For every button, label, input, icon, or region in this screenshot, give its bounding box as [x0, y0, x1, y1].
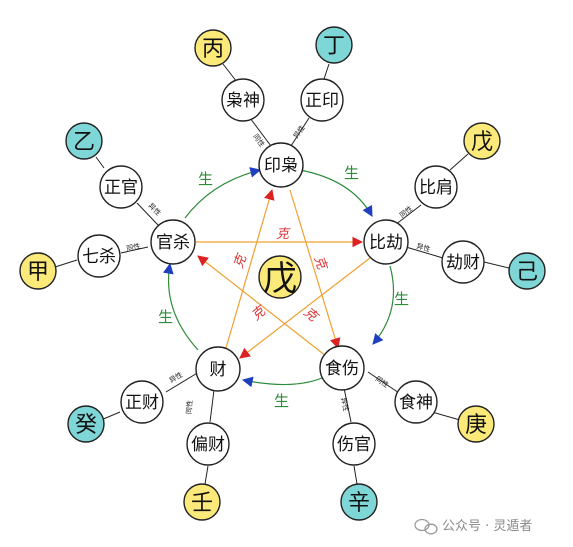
node-shangguan-label: 伤官 — [337, 435, 371, 455]
stem-ren: 壬 — [183, 483, 221, 521]
stem-xin-label: 辛 — [348, 491, 370, 516]
connectors — [54, 63, 510, 485]
link-label-shishang-shishen: 同性 — [374, 374, 391, 389]
node-piancai-label: 偏财 — [191, 435, 225, 455]
ke-line-bijie-cai — [239, 257, 371, 359]
node-cai: 财 — [195, 346, 241, 392]
stem-ren-label: 壬 — [191, 491, 213, 516]
link-label-cai-piancai: 同性 — [184, 400, 194, 415]
link-label-guansha-qisha: 同性 — [126, 241, 142, 253]
node-shishen: 食神 — [394, 380, 438, 424]
ke-star — [196, 188, 371, 359]
node-jiecai: 劫财 — [441, 240, 485, 284]
link-label-yinxiao-xiaoshen: 同性 — [251, 132, 266, 149]
node-qisha-label: 七杀 — [82, 247, 116, 267]
node-bijian-label: 比肩 — [419, 178, 453, 198]
sheng-label-right: 生 — [394, 290, 409, 308]
stem-jia: 甲 — [19, 252, 57, 290]
sheng-label-top-right: 生 — [344, 164, 359, 182]
stem-wu: 戊 — [463, 122, 501, 160]
sheng-label-left: 生 — [158, 308, 173, 326]
node-shangguan: 伤官 — [332, 422, 376, 466]
node-cai-label: 财 — [210, 360, 227, 380]
node-guansha-label: 官杀 — [156, 233, 190, 253]
watermark-text: 公众号 · 灵遁者 — [442, 519, 532, 534]
node-guansha: 官杀 — [150, 219, 196, 265]
stem-xin: 辛 — [340, 483, 378, 521]
ke-line-yinxiao-shishang — [289, 189, 341, 350]
ke-line-shishang-guansha — [197, 255, 327, 357]
node-qisha: 七杀 — [77, 234, 121, 278]
node-jiecai-label: 劫财 — [446, 253, 480, 273]
node-bijie: 比劫 — [363, 219, 409, 265]
node-zhengcai-label: 正财 — [125, 393, 159, 413]
link-label-bijie-jiecai: 异性 — [415, 241, 431, 254]
ke-label-bottom-right: 克 — [300, 305, 321, 326]
node-zhengguan-label: 正官 — [104, 178, 138, 198]
link-label-shishang-shangguan: 异性 — [339, 397, 351, 413]
ten-god-nodes: 枭神 正印 比肩 劫财 食神 伤官 正财 偏财 — [77, 78, 485, 466]
stem-gui-label: 癸 — [75, 413, 97, 438]
sheng-label-bottom: 生 — [274, 392, 289, 410]
node-shishang: 食伤 — [319, 345, 365, 391]
node-bijian: 比肩 — [414, 165, 458, 209]
node-bijie-label: 比劫 — [369, 233, 403, 253]
stem-nodes: 丙 丁 戊 己 庚 辛 癸 壬 — [19, 26, 546, 521]
ke-line-cai-yinxiao — [225, 188, 275, 349]
stem-bing: 丙 — [194, 29, 232, 67]
node-zhengyin: 正印 — [300, 78, 344, 122]
node-xiaoshen-label: 枭神 — [226, 91, 260, 111]
arc-yinxiao-to-bijie — [299, 169, 373, 217]
node-yinxiao-label: 印枭 — [264, 156, 298, 176]
stem-geng-label: 庚 — [465, 413, 487, 438]
arc-cai-to-guansha — [163, 262, 199, 351]
stem-ding: 丁 — [315, 26, 353, 64]
node-yinxiao: 印枭 — [258, 142, 304, 188]
sheng-labels: 生 生 生 生 生 — [158, 164, 409, 410]
main-nodes: 印枭 比劫 食伤 财 官杀 — [150, 142, 409, 392]
arc-shishang-to-cai — [241, 376, 323, 388]
ke-label-top: 克 — [276, 227, 291, 242]
center-circle — [258, 255, 302, 299]
ke-label-left: 克 — [231, 251, 250, 270]
wechat-icon — [414, 518, 438, 535]
node-piancai: 偏财 — [186, 422, 230, 466]
node-zhengcai: 正财 — [120, 380, 164, 424]
stem-ding-label: 丁 — [323, 34, 345, 59]
stem-geng: 庚 — [457, 405, 495, 443]
stem-ji: 己 — [508, 252, 546, 290]
stem-wu-label: 戊 — [471, 130, 493, 155]
stem-ji-label: 己 — [516, 260, 538, 285]
node-zhengguan: 正官 — [99, 165, 143, 209]
stem-yi-label: 乙 — [73, 130, 95, 155]
arc-bijie-to-shishang — [372, 265, 395, 345]
stem-yi: 乙 — [65, 122, 103, 160]
stem-bing-label: 丙 — [202, 37, 224, 62]
center-node: 戊 — [258, 255, 302, 299]
center-label: 戊 — [263, 259, 297, 299]
node-shishen-label: 食神 — [399, 393, 433, 413]
sheng-cycle — [163, 167, 395, 388]
stem-jia-label: 甲 — [27, 260, 49, 285]
ke-label-right: 克 — [310, 254, 329, 273]
link-label-bijie-bijian: 同性 — [398, 204, 415, 220]
ke-label-bottom-left: 克 — [249, 303, 270, 324]
sheng-label-top-left: 生 — [198, 170, 213, 188]
node-shishang-label: 食伤 — [325, 359, 359, 379]
stem-gui: 癸 — [67, 405, 105, 443]
watermark: 公众号 · 灵遁者 — [414, 518, 532, 535]
node-zhengyin-label: 正印 — [305, 91, 339, 111]
node-xiaoshen: 枭神 — [221, 78, 265, 122]
arc-guansha-to-yinxiao — [184, 167, 262, 219]
